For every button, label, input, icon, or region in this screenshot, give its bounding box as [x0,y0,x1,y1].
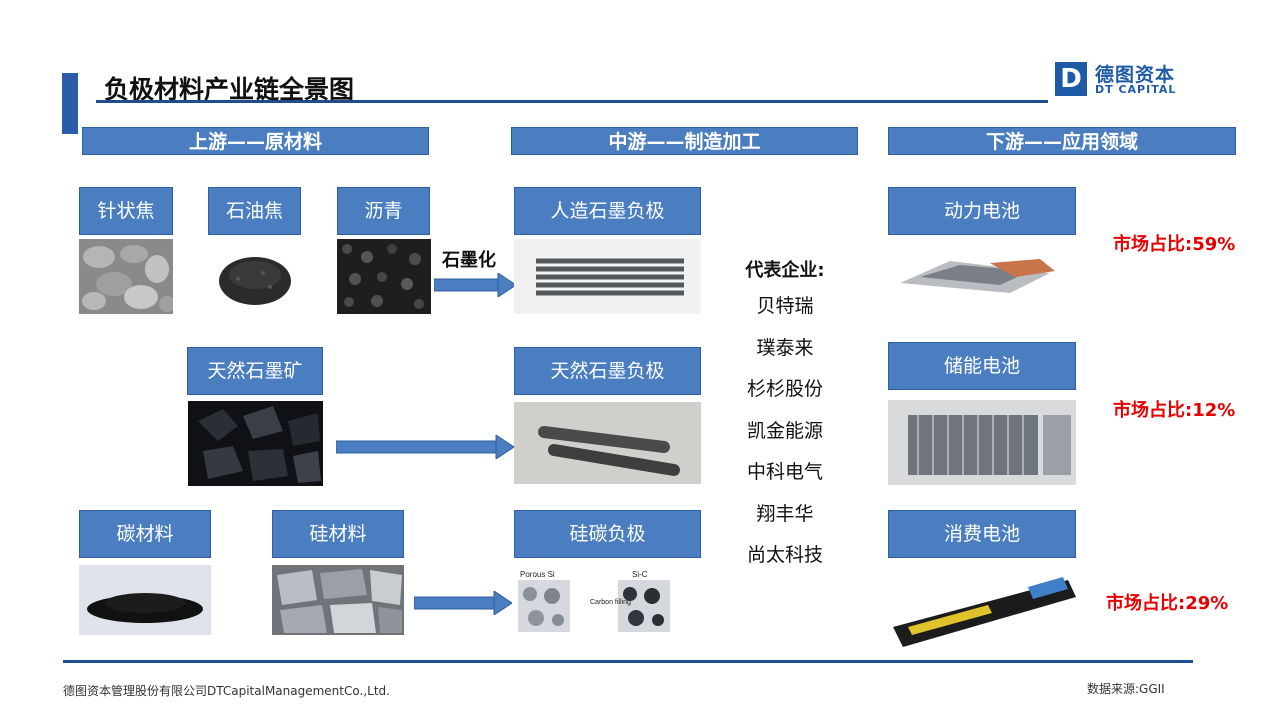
share-power-battery: 市场占比:59% [1113,234,1236,255]
artificial-graphite-image [514,239,701,314]
company-item: 贝特瑞 [756,295,814,317]
raw-needle-coke: 针状焦 [79,187,173,235]
company-item: 中科电气 [746,461,823,483]
app-consumer-battery: 消费电池 [888,510,1076,558]
footer-source: 数据来源:GGII [1087,682,1165,696]
representative-companies: 代表企业: 贝特瑞 璞泰来 杉杉股份 凯金能源 中科电气 翔丰华 尚太科技 [715,256,855,577]
power-battery-image [890,243,1060,303]
carbon-material-image [79,565,211,635]
arrow-silicon-carbon-icon [414,591,512,615]
company-item: 璞泰来 [756,336,814,359]
company-logo: D 德图资本 DT CAPITAL [1055,62,1215,98]
natural-graphite-image [514,402,701,484]
share-consumer-battery: 市场占比:29% [1106,593,1229,614]
stage-midstream: 中游——制造加工 [511,127,858,155]
raw-silicon-material: 硅材料 [272,510,404,558]
consumer-battery-image [888,565,1078,655]
company-item: 凯金能源 [746,419,823,442]
title-accent-bar [62,73,78,134]
app-storage-battery: 储能电池 [888,342,1076,390]
raw-petroleum-coke: 石油焦 [208,187,301,235]
carbon-filling-label: Carbon filling [590,599,631,606]
pitch-image [337,239,431,314]
petroleum-coke-image [208,239,301,314]
product-natural-graphite-anode: 天然石墨负极 [514,347,701,395]
page-title: 负极材料产业链全景图 [104,75,355,104]
raw-carbon-material: 碳材料 [79,510,211,558]
footer-company: 德图资本管理股份有限公司DTCapitalManagementCo.,Ltd. [63,684,390,698]
needle-coke-image [79,239,173,314]
porous-si-label: Porous Si [520,570,555,579]
companies-title: 代表企业: [745,260,825,281]
natural-graphite-ore-image [188,401,323,486]
company-item: 翔丰华 [756,502,814,525]
title-divider [96,100,1048,103]
app-power-battery: 动力电池 [888,187,1076,235]
footer-divider [63,660,1193,663]
product-silicon-carbon-anode: 硅碳负极 [514,510,701,558]
silicon-carbon-image: Porous Si Si-C Carbon filling [514,566,674,636]
logo-english-name: DT CAPITAL [1095,83,1177,96]
silicon-material-image [272,565,404,635]
share-storage-battery: 市场占比:12% [1113,400,1236,421]
arrow-natural-graphite-icon [336,435,514,459]
stage-upstream: 上游——原材料 [82,127,429,155]
raw-pitch: 沥青 [337,187,430,235]
graphitization-label: 石墨化 [442,250,496,271]
si-c-label: Si-C [632,570,648,579]
logo-mark-icon: D [1055,62,1087,96]
storage-battery-image [888,400,1076,485]
arrow-graphitization-icon [434,273,516,297]
stage-downstream: 下游——应用领域 [888,127,1236,155]
logo-chinese-name: 德图资本 [1095,64,1176,86]
company-item: 尚太科技 [746,544,823,566]
raw-natural-graphite-ore: 天然石墨矿 [187,347,323,395]
product-artificial-graphite-anode: 人造石墨负极 [514,187,701,235]
company-item: 杉杉股份 [746,378,823,400]
